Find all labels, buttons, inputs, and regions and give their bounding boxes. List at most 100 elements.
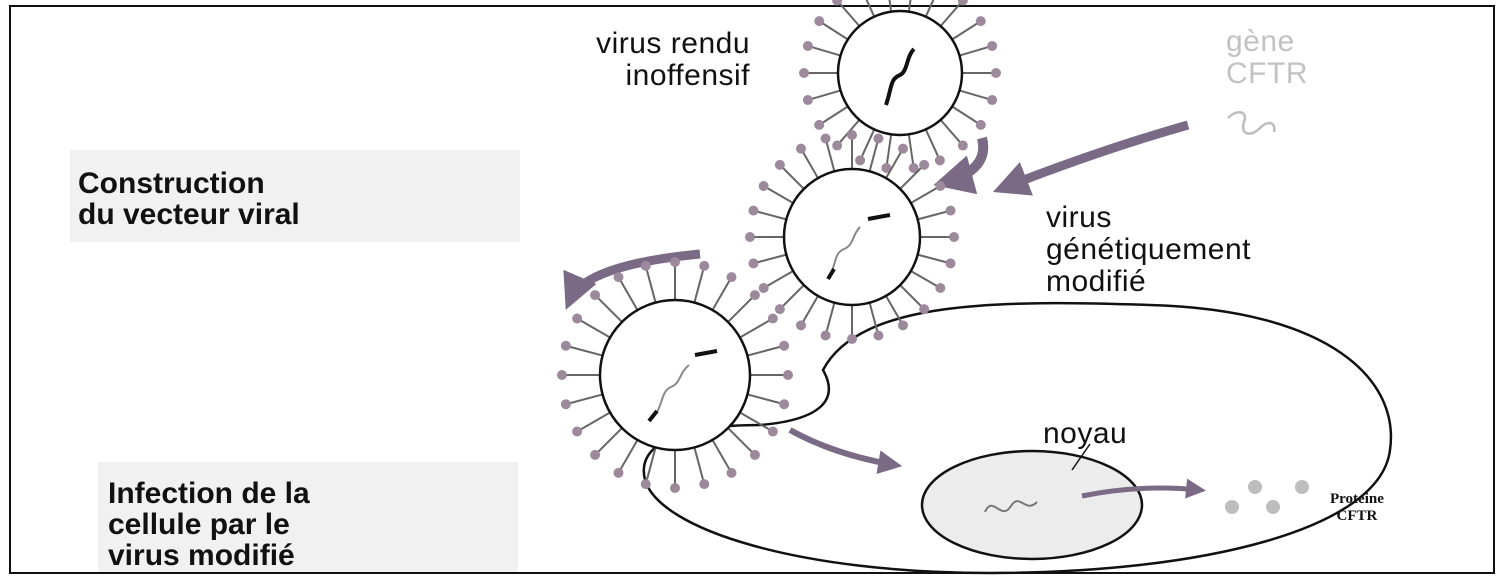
virus-spike-head [641, 479, 651, 489]
virus-spike [900, 285, 924, 309]
label-step-infection-line1: Infection de la [108, 478, 310, 509]
virus-spike [619, 277, 638, 310]
virus-spike-head [976, 16, 986, 26]
virus-spike-head [748, 258, 758, 268]
virus-spike-head [935, 155, 945, 165]
cftr-protein-dot [1266, 500, 1280, 514]
virus-spike [941, 120, 963, 146]
label-harmless-virus-line2: inoffensif [450, 60, 750, 92]
virus-spike [595, 295, 622, 322]
virus-spike [595, 428, 622, 455]
virus-spike [566, 394, 603, 404]
virus-spike [577, 413, 610, 432]
label-modified-virus-line1: virus [1046, 202, 1251, 234]
virus-spike-head [590, 290, 600, 300]
virus-spike-head [803, 95, 813, 105]
virus-spike [911, 271, 940, 288]
virus-spike [837, 0, 859, 26]
virus-spike-head [814, 16, 824, 26]
virus-spike [694, 266, 704, 303]
virus-spike [764, 186, 793, 203]
virus-spike-head [814, 120, 824, 130]
virus-spike [819, 21, 848, 39]
label-cftr-gene: gène CFTR [1226, 26, 1308, 90]
virus-spike-head [775, 160, 785, 170]
label-step-infection-line3: virus modifié [108, 540, 310, 571]
virus-spike [860, 129, 874, 160]
virus-spike [918, 211, 951, 220]
virus-spike-head [958, 141, 968, 151]
virus-spike-head [748, 206, 758, 216]
virus-spike [959, 90, 992, 100]
virus-spike-head [750, 450, 760, 460]
virus-spike-head [919, 160, 929, 170]
virus-spike-head [821, 331, 831, 341]
virus-spike [728, 295, 755, 322]
virus-spike [801, 296, 818, 325]
virus-spike [780, 285, 804, 309]
virus-spike-head [561, 399, 571, 409]
virus-spike-head [919, 304, 929, 314]
virus-spike-head [699, 261, 709, 271]
virus-spike-head [775, 304, 785, 314]
virus-spike-head [832, 141, 842, 151]
virus-spike-head [750, 290, 760, 300]
virus-spike-head [641, 261, 651, 271]
label-cftr-gene-line1: gène [1226, 26, 1308, 58]
virus-modified [745, 130, 959, 344]
virus-spike [870, 138, 879, 171]
virus-spike-head [699, 479, 709, 489]
virus-spike [713, 277, 732, 310]
virus-spike [808, 46, 841, 56]
label-modified-virus-line2: génétiquement [1046, 234, 1251, 266]
virus-spike [952, 107, 981, 125]
label-cftr-gene-line2: CFTR [1226, 58, 1308, 90]
virus-spike-head [727, 272, 737, 282]
virus-spike [826, 303, 835, 336]
virus-spike [952, 21, 981, 39]
label-cftr-protein-line2: CFTR [1330, 508, 1384, 525]
virus-spike [926, 129, 940, 160]
virus-spike [860, 0, 874, 17]
virus-spike [753, 255, 786, 264]
virus-capsid [784, 169, 920, 305]
virus-spike-head [779, 341, 789, 351]
virus-spike [801, 149, 818, 178]
virus-spike-head [670, 257, 680, 267]
virus-spike-head [614, 468, 624, 478]
virus-spike-head [572, 427, 582, 437]
virus-spike-head [783, 370, 793, 380]
virus-spike [619, 440, 638, 473]
virus-spike [646, 266, 656, 303]
virus-spike-head [991, 68, 1001, 78]
virus-spike-head [821, 133, 831, 143]
virus-spike-head [796, 320, 806, 330]
virus-spike-head [745, 232, 755, 242]
cftr-protein-dot [1295, 480, 1309, 494]
virus-spike [918, 255, 951, 264]
virus-spike [764, 271, 793, 288]
virus-spike [566, 346, 603, 356]
label-harmless-virus-line1: virus rendu [450, 28, 750, 60]
virus-spike-head [799, 68, 809, 78]
virus-spike-head [847, 130, 857, 140]
virus-spike-head [949, 232, 959, 242]
virus-spike [911, 186, 940, 203]
virus-spike-head [572, 314, 582, 324]
virus-spike-head [557, 370, 567, 380]
virus-spike-head [855, 155, 865, 165]
virus-spike-head [873, 331, 883, 341]
label-step-construction-line1: Construction [78, 168, 300, 199]
virus-spike-head [987, 41, 997, 51]
virus-spike-head [759, 181, 769, 191]
virus-spike [740, 319, 773, 338]
virus-spike-head [898, 144, 908, 154]
virus-spike-head [727, 468, 737, 478]
virus-spike [780, 165, 804, 189]
virus-spike-head [987, 95, 997, 105]
virus-spike-head [847, 334, 857, 344]
virus-spike-head [796, 144, 806, 154]
virus-spike-head [561, 341, 571, 351]
label-step-infection: Infection de la cellule par le virus mod… [108, 478, 310, 571]
virus-spike-head [946, 258, 956, 268]
